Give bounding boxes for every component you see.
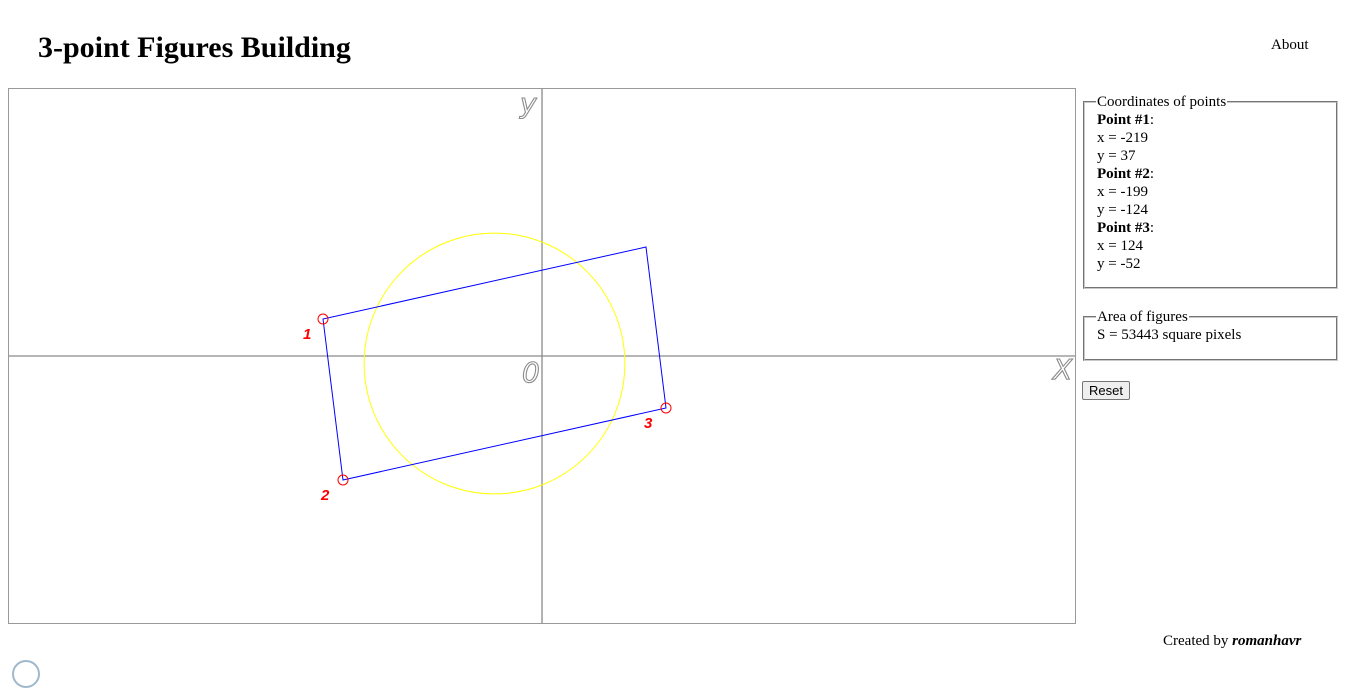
point-3-marker[interactable] <box>660 402 672 414</box>
x-axis-label: X <box>1051 353 1073 386</box>
point-2-marker[interactable] <box>337 474 349 486</box>
point-2-number: 2 <box>320 487 330 504</box>
points-layer[interactable]: 1 2 3 <box>303 313 672 504</box>
corner-logo <box>12 660 40 688</box>
area-legend: Area of figures <box>1097 309 1188 325</box>
about-link[interactable]: About <box>1271 37 1309 53</box>
point-1-y: y = 37 <box>1097 148 1136 164</box>
point-2-y: y = -124 <box>1097 202 1148 218</box>
area-value: S = 53443 square pixels <box>1097 327 1242 343</box>
coordinates-panel: Coordinates of points Point #1: x = -219… <box>1083 93 1338 289</box>
inscribed-circle <box>363 232 626 495</box>
point-2-info: Point #2: x = -199 y = -124 <box>1097 165 1326 219</box>
point-1-label: Point #1 <box>1097 112 1150 128</box>
origin-label: 0 <box>522 356 540 389</box>
point-3-info: Point #3: x = 124 y = -52 <box>1097 219 1326 273</box>
canvas-svg[interactable]: y X 0 1 2 3 <box>9 89 1075 623</box>
point-2-label: Point #2 <box>1097 166 1150 182</box>
coordinates-legend: Coordinates of points <box>1097 94 1227 110</box>
point-1-info: Point #1: x = -219 y = 37 <box>1097 111 1326 165</box>
point-1-marker[interactable] <box>317 313 329 325</box>
page-title: 3-point Figures Building <box>38 31 351 64</box>
footer-credit: Created by romanhavr <box>1163 633 1301 650</box>
y-axis-label: y <box>519 89 537 120</box>
author-name: romanhavr <box>1232 633 1302 649</box>
point-3-label: Point #3 <box>1097 220 1150 236</box>
point-3-number: 3 <box>644 415 653 432</box>
point-3-y: y = -52 <box>1097 256 1141 272</box>
point-1-x: x = -219 <box>1097 130 1148 146</box>
point-1-number: 1 <box>303 326 311 343</box>
footer-prefix: Created by <box>1163 633 1229 649</box>
area-panel: Area of figures S = 53443 square pixels <box>1083 308 1338 361</box>
point-3-x: x = 124 <box>1097 238 1143 254</box>
point-2-x: x = -199 <box>1097 184 1148 200</box>
reset-button[interactable]: Reset <box>1082 381 1130 400</box>
rectangle-figure <box>322 246 667 481</box>
drawing-canvas[interactable]: y X 0 1 2 3 <box>8 88 1076 624</box>
